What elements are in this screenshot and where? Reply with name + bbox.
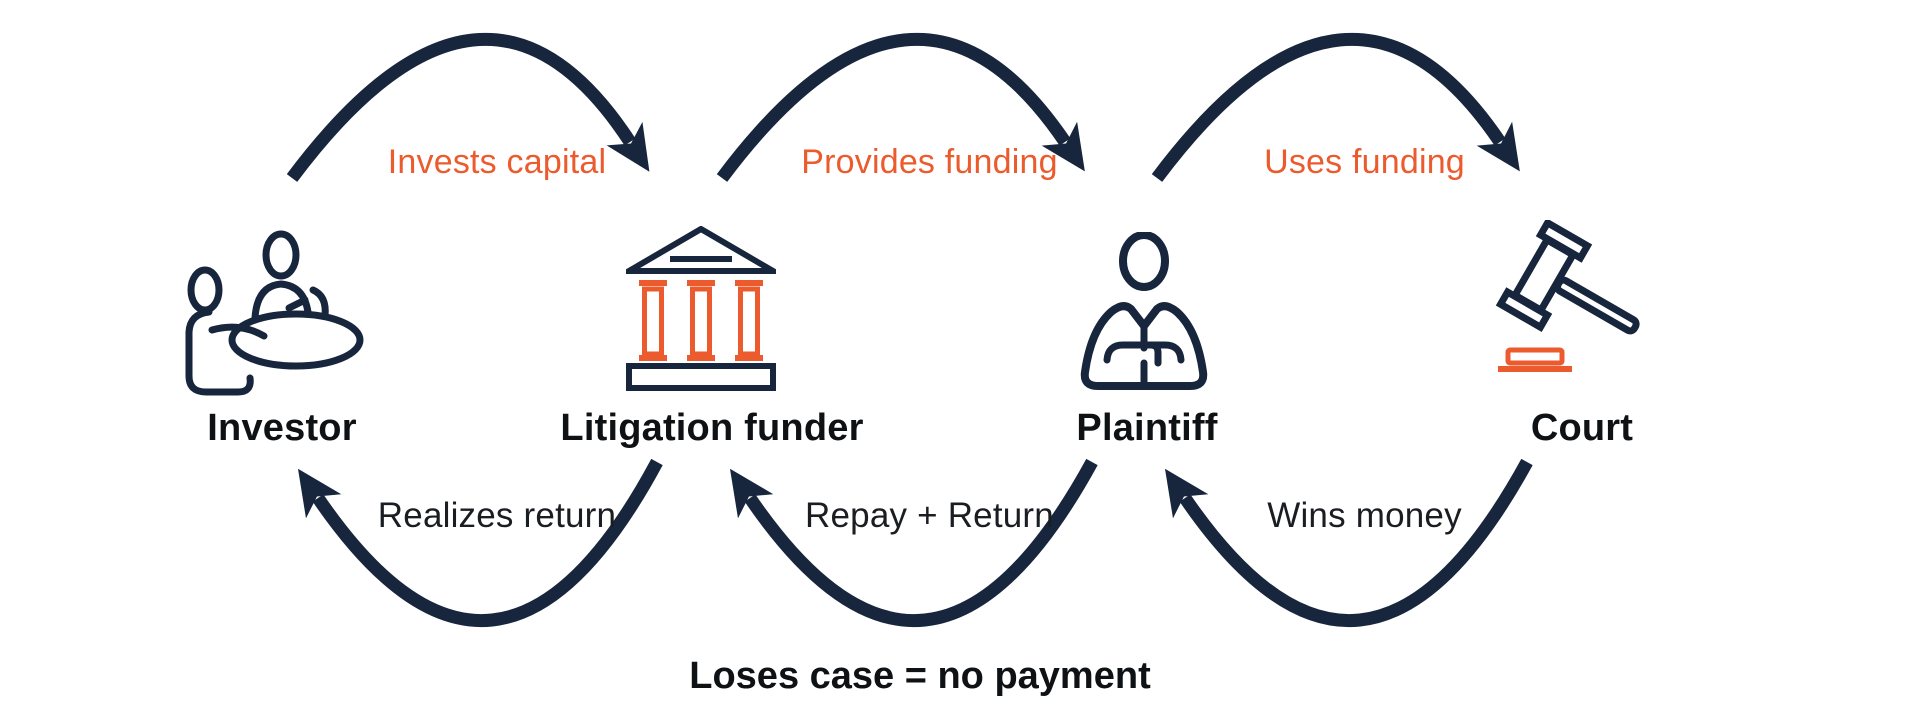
node-label-litigation-funder: Litigation funder: [560, 407, 864, 449]
arrow-invests-capital: [286, 32, 650, 182]
arrow-uses-funding: [1151, 32, 1520, 182]
node-label-plaintiff: Plaintiff: [1076, 407, 1218, 449]
investors-meeting-icon: [185, 230, 364, 396]
person-suit-icon: [1080, 232, 1208, 390]
node-label-court: Court: [1530, 407, 1634, 449]
arrow-repay-return: [729, 458, 1098, 628]
arrow-provides-funding: [716, 32, 1085, 182]
flow-label-repay-return: Repay + Return: [805, 496, 1054, 535]
flow-label-provides-funding: Provides funding: [801, 143, 1058, 181]
arrow-wins-money: [1164, 458, 1533, 628]
flow-label-realizes-return: Realizes return: [377, 496, 617, 535]
flow-label-uses-funding: Uses funding: [1264, 143, 1465, 181]
bank-building-icon: [626, 226, 776, 391]
caption-loses-case: Loses case = no payment: [689, 655, 1151, 697]
gavel-sound-block: [1498, 347, 1572, 372]
gavel-icon: [1495, 220, 1640, 372]
flow-label-wins-money: Wins money: [1267, 496, 1462, 535]
arrow-realizes-return: [297, 458, 663, 628]
flow-label-invests-capital: Invests capital: [387, 143, 607, 181]
node-label-investor: Investor: [207, 407, 357, 449]
